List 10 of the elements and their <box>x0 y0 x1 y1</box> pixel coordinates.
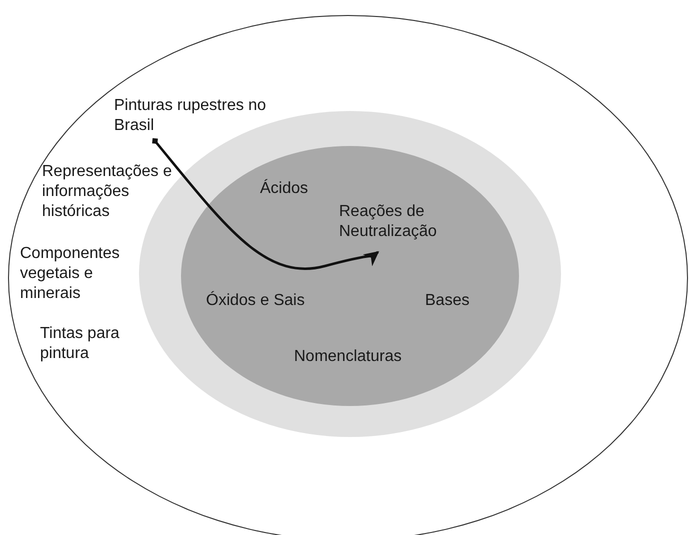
concept-label: Tintas para pintura <box>40 324 120 364</box>
concept-label: Ácidos <box>260 179 310 199</box>
concept-label: Óxidos e Sais <box>206 291 306 311</box>
curved-arrow <box>152 138 380 270</box>
concept-label: Nomenclaturas <box>294 347 403 367</box>
concept-label: Representações e informações históricas <box>42 162 173 222</box>
concept-label: Reações de Neutralização <box>339 202 438 242</box>
concept-label: Componentes vegetais e minerais <box>20 244 121 304</box>
concept-label: Pinturas rupestres no Brasil <box>114 96 268 136</box>
concept-label: Bases <box>425 291 470 311</box>
